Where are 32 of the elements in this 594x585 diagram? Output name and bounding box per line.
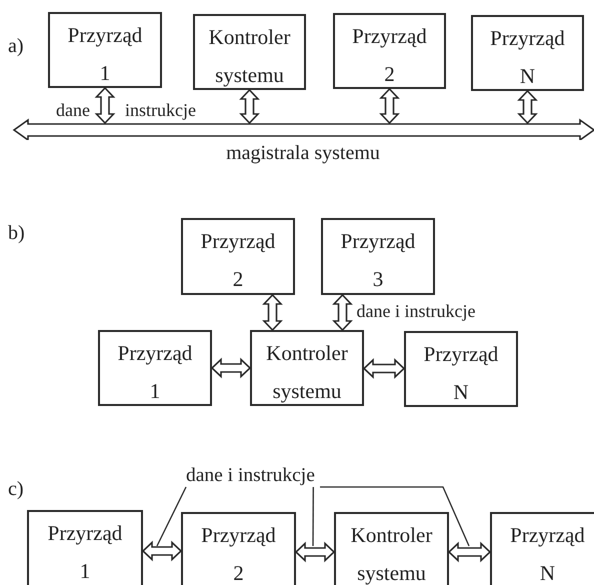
- device-box: Kontroler systemu: [334, 512, 449, 585]
- device-box: Przyrząd 2: [181, 218, 295, 295]
- leader-line: [320, 486, 470, 546]
- device-box: Przyrząd N: [404, 331, 518, 407]
- device-box: Przyrząd N: [490, 512, 594, 585]
- panel-label: c): [8, 478, 24, 501]
- leader-line: [156, 486, 187, 546]
- device-box: Kontroler systemu: [193, 14, 306, 90]
- double-arrow: [142, 540, 182, 562]
- device-box: Przyrząd 1: [98, 330, 212, 406]
- device-box: Przyrząd 2: [181, 512, 296, 585]
- double-arrow: [262, 294, 283, 332]
- device-box: Przyrząd 1: [27, 510, 143, 585]
- device-box: Przyrząd 3: [321, 218, 435, 295]
- double-arrow: [448, 542, 492, 562]
- double-arrow: [332, 294, 353, 332]
- device-box: Przyrząd 1: [48, 12, 162, 88]
- bus-label: magistrala systemu: [225, 142, 381, 165]
- double-arrow: [379, 88, 400, 124]
- device-box: Przyrząd 2: [333, 13, 446, 89]
- device-box: Przyrząd N: [471, 15, 584, 91]
- double-arrow: [517, 90, 538, 124]
- leader-line: [312, 487, 314, 546]
- panel-label: b): [8, 222, 25, 245]
- panel-label: a): [8, 35, 24, 58]
- double-arrow: [94, 86, 116, 124]
- double-arrow: [294, 542, 336, 562]
- double-arrow: [210, 358, 252, 378]
- device-box: Kontroler systemu: [250, 330, 364, 406]
- double-arrow: [362, 358, 406, 379]
- double-arrow: [239, 88, 260, 124]
- leader-label: dane i instrukcje: [186, 465, 315, 487]
